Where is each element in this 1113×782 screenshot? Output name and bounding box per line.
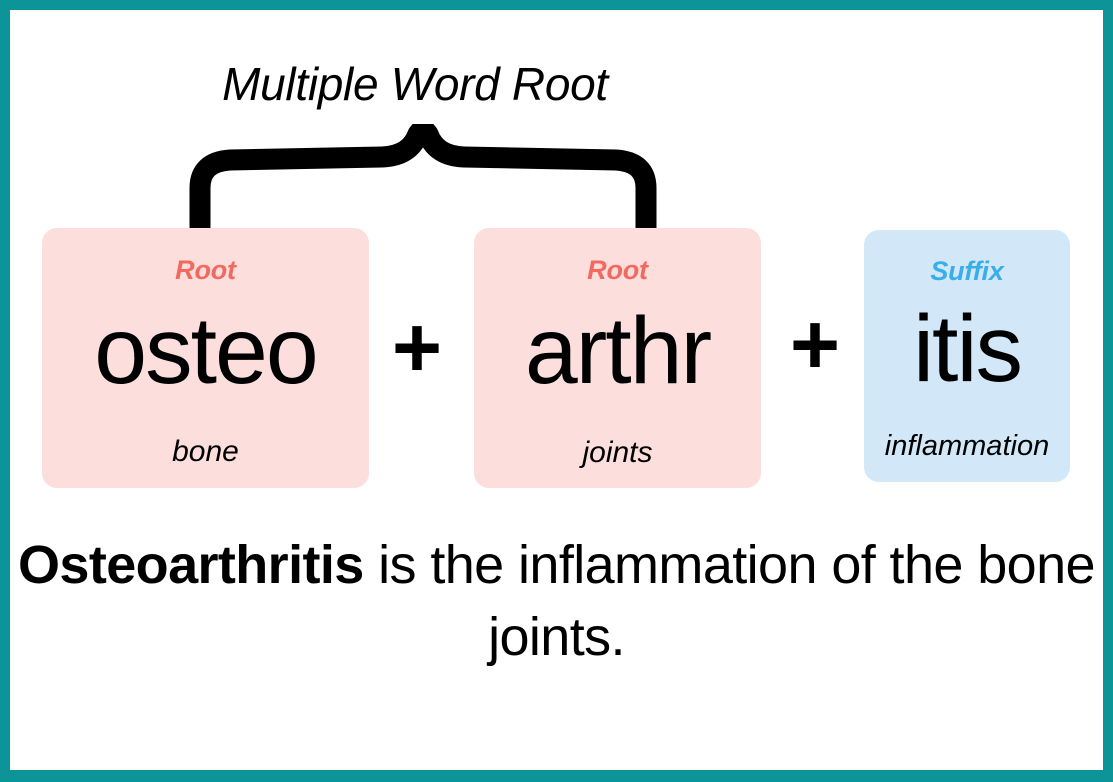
word-part-root-arthr: Root arthr joints [474,228,761,488]
word-part-kind-label: Root [175,255,236,285]
word-part-morpheme: itis [912,296,1023,402]
definition-sentence: Osteoarthritis is the inflammation of th… [10,530,1103,674]
word-part-meaning: bone [172,435,239,468]
definition-rest: is the inflammation of the bone joints. [363,535,1095,667]
page-title: Multiple Word Root [222,58,608,110]
plus-operator-icon: + [391,300,443,396]
multiple-word-root-brace-icon [178,124,668,236]
word-part-suffix-itis: Suffix itis inflammation [864,230,1070,482]
word-part-meaning: inflammation [884,430,1050,462]
word-part-morpheme: arthr [524,298,712,404]
plus-operator-icon: + [789,297,841,393]
word-part-kind-label: Suffix [930,256,1004,286]
definition-term: Osteoarthritis [18,535,364,595]
word-part-kind-label: Root [587,255,648,285]
word-part-morpheme: osteo [94,298,318,404]
word-part-root-osteo: Root osteo bone [42,228,369,488]
word-part-meaning: joints [582,436,653,469]
diagram-board: Multiple Word Root Root osteo bone + Roo… [10,10,1103,770]
